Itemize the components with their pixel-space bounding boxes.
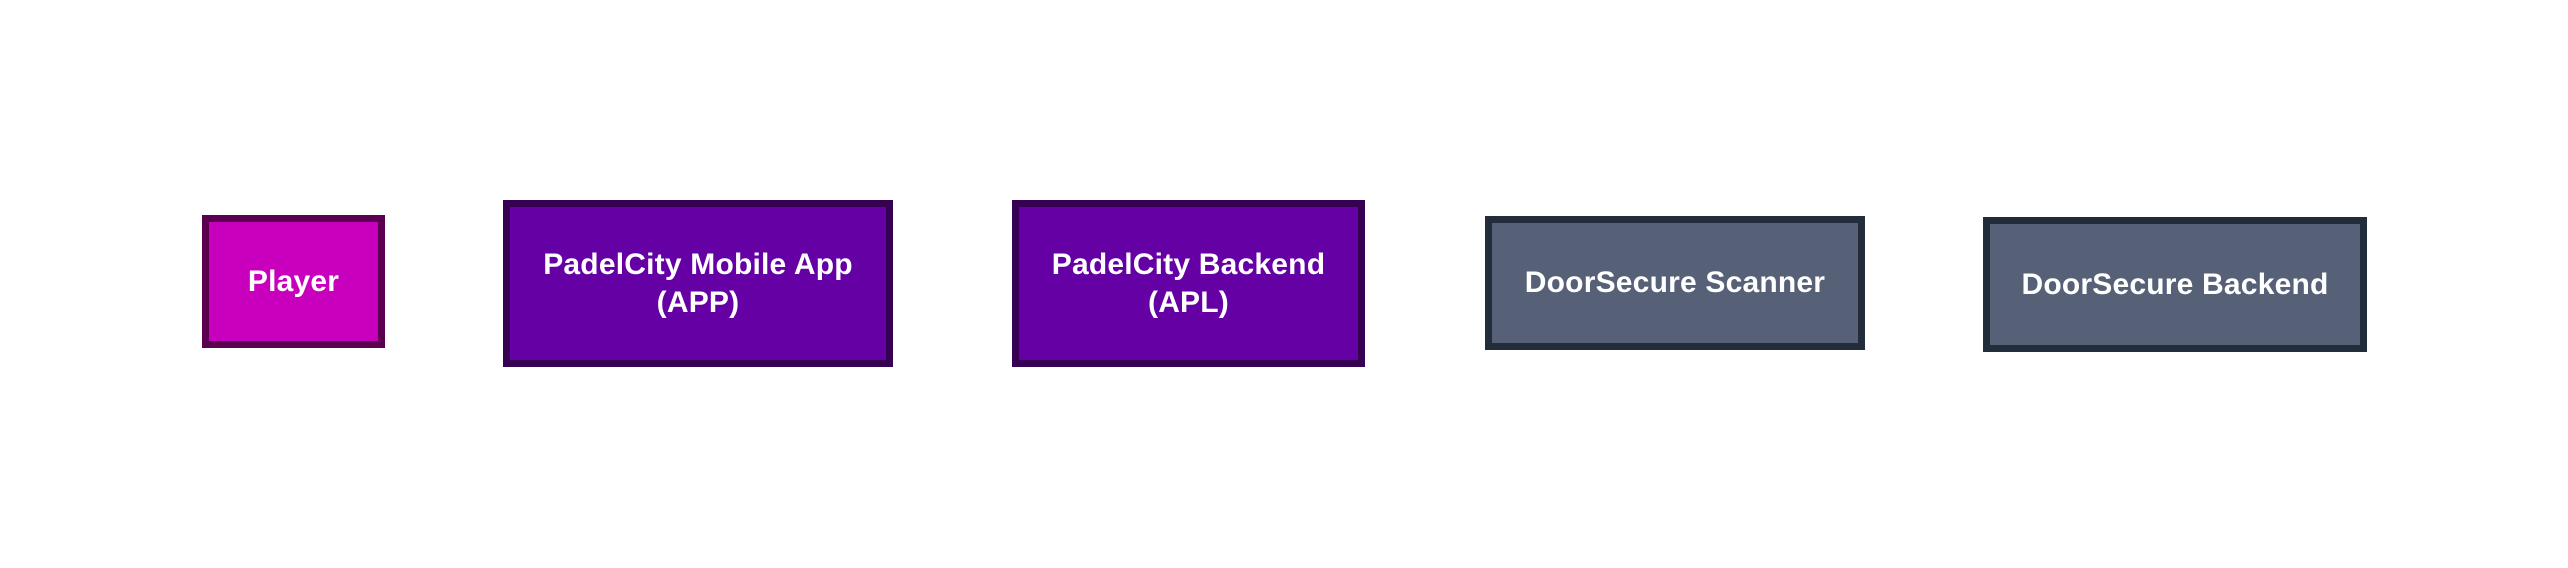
node-doorsecure-backend: DoorSecure Backend [1983, 217, 2367, 352]
node-padelcity-backend: PadelCity Backend (APL) [1012, 200, 1365, 367]
node-padelcity-backend-label: PadelCity Backend (APL) [1051, 247, 1326, 319]
node-doorsecure-scanner-label: DoorSecure Scanner [1524, 266, 1826, 299]
node-padelcity-mobile-app-label: PadelCity Mobile App (APP) [543, 247, 853, 319]
node-player: Player [202, 215, 385, 348]
node-player-label: Player [247, 264, 340, 298]
node-padelcity-mobile-app: PadelCity Mobile App (APP) [503, 200, 893, 367]
node-doorsecure-backend-label: DoorSecure Backend [2021, 267, 2329, 301]
node-doorsecure-scanner: DoorSecure Scanner [1485, 216, 1865, 350]
